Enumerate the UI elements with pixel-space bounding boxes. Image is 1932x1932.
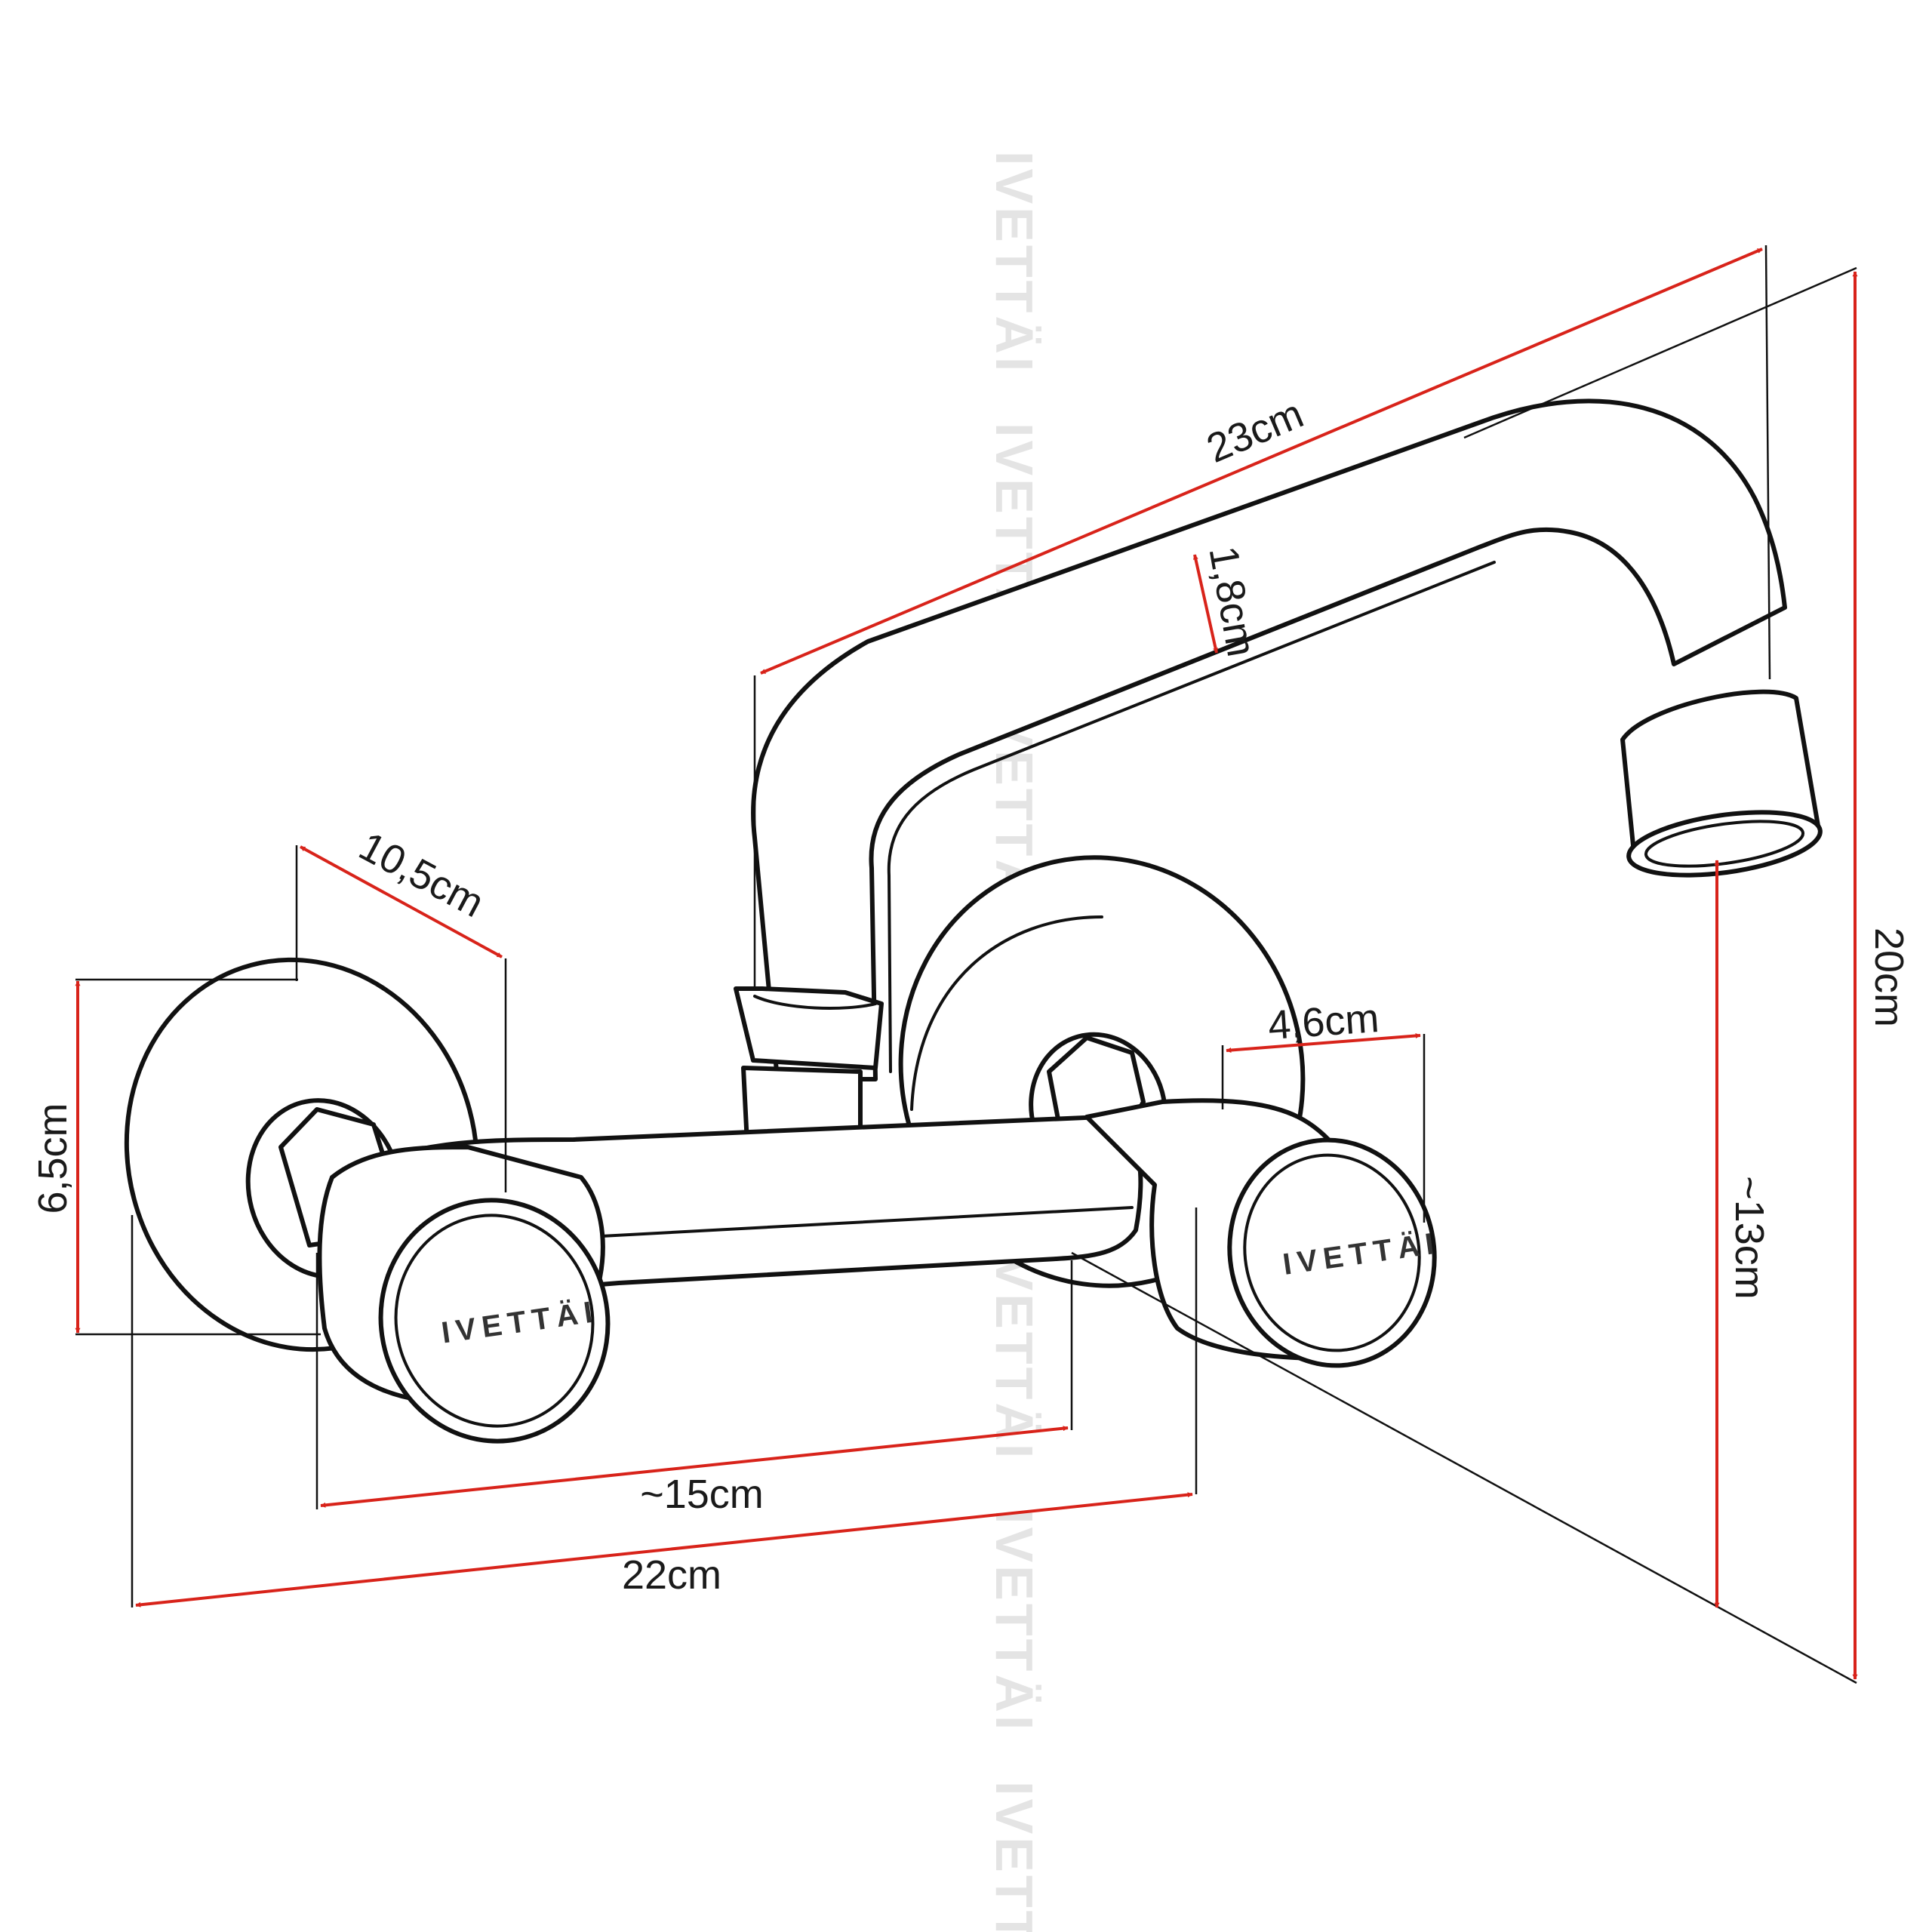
label-inlet-spacing: ~15cm (640, 1472, 764, 1517)
dimension-labels: 23cm 1,8cm 20cm ~13cm 10,5cm 6,5cm 4,6cm… (30, 391, 1912, 1598)
dim-line-total-width (135, 1492, 1193, 1607)
label-rosette-diameter: 6,5cm (30, 1103, 75, 1214)
watermark-text: IVETTÄI (985, 151, 1044, 374)
dim-line-spout-reach (760, 248, 1763, 675)
label-total-width: 22cm (622, 1552, 721, 1598)
dimension-lines (75, 248, 1858, 1680)
watermark-text: IVETTÄI (985, 1509, 1044, 1733)
left-handle: IVETTÄI (317, 1145, 611, 1444)
right-handle: IVETTÄI (1084, 1098, 1442, 1368)
label-handle-diameter: 4,6cm (1266, 995, 1380, 1048)
watermark-text: IVETTÄI (985, 1781, 1044, 1932)
dim-line-spout-diameter (1192, 554, 1219, 654)
dim-line-handle-diameter (1226, 1032, 1421, 1054)
label-rosette-depth: 10,5cm (352, 823, 491, 926)
label-spout-clearance: ~13cm (1727, 1176, 1772, 1300)
label-total-height: 20cm (1866, 928, 1912, 1027)
label-spout-reach: 23cm (1200, 391, 1309, 472)
faucet-drawing: IVETTÄI IVETTÄI (124, 398, 1823, 1444)
dim-line-rosette-depth (300, 845, 503, 958)
watermark-text: IVETTÄI (985, 1238, 1044, 1461)
